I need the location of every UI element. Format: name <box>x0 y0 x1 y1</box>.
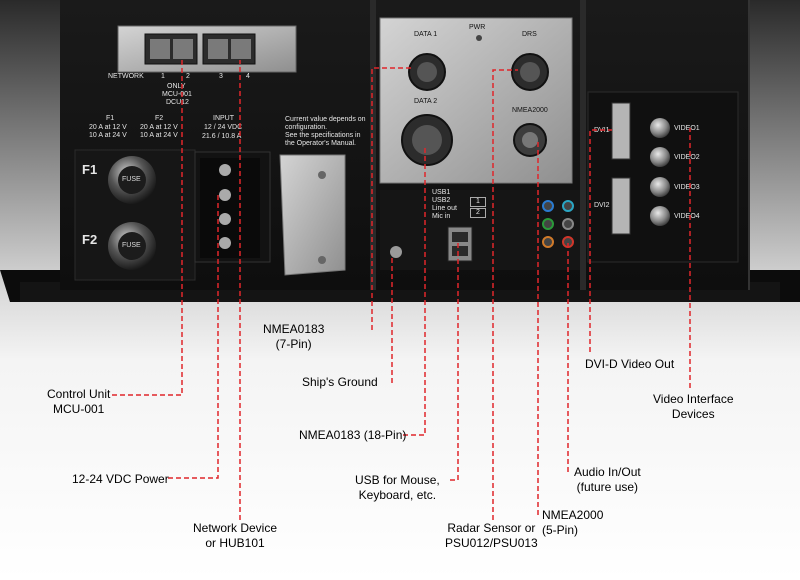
network-title: NETWORK <box>108 73 144 80</box>
manual-note-1: Current value depends on <box>285 116 366 123</box>
callout-network-device-line2: or HUB101 <box>205 536 265 550</box>
callout-video-devices: Video Interface Devices <box>653 392 734 422</box>
network-dcu-label: DCU12 <box>166 99 189 106</box>
data2-label: DATA 2 <box>414 98 438 105</box>
fuse-f1-spec-2: 10 A at 24 V <box>89 132 127 139</box>
manual-note-3: See the specifications in <box>285 132 361 139</box>
usb1-label: USB1 <box>432 189 451 196</box>
fuse-f2-label: F2 <box>155 115 164 122</box>
callout-dvi-out: DVI-D Video Out <box>585 357 675 371</box>
fuse-f1-big-label: F1 <box>82 162 98 177</box>
callout-control-unit: Control Unit MCU-001 <box>47 387 110 417</box>
callout-audio: Audio In/Out (future use) <box>574 465 641 495</box>
callout-nmea0183-7pin: NMEA0183 (7-Pin) <box>263 322 324 352</box>
nmea2000-panel-label: NMEA2000 <box>512 107 548 114</box>
usb2-label: USB2 <box>432 197 451 204</box>
fuse-1-word: FUSE <box>122 176 141 183</box>
video1-label: VIDEO1 <box>674 125 700 132</box>
chassis <box>0 0 800 302</box>
network-port-4: 4 <box>246 73 250 80</box>
callout-video-devices-line2: Devices <box>671 407 715 421</box>
callout-nmea0183-18pin: NMEA0183 (18-Pin) <box>299 428 407 442</box>
leader-nmea0183-7pin <box>371 67 412 330</box>
leader-power <box>168 195 219 479</box>
callout-usb-line1: USB for Mouse, <box>355 473 440 487</box>
network-port-3: 3 <box>219 73 223 80</box>
video3-label: VIDEO3 <box>674 184 700 191</box>
callout-nmea2000-line2: (5-Pin) <box>542 523 579 537</box>
video2-label: VIDEO2 <box>674 154 700 161</box>
network-port-1: 1 <box>161 73 165 80</box>
callout-network-device: Network Device or HUB101 <box>193 521 277 551</box>
callout-nmea0183-7pin-line2: (7-Pin) <box>275 337 312 351</box>
callout-usb: USB for Mouse, Keyboard, etc. <box>355 473 440 503</box>
manual-note-4: the Operator's Manual. <box>285 140 356 147</box>
fuse-f2-big-label: F2 <box>82 232 98 247</box>
leader-radar <box>492 69 518 520</box>
usb-box-1: 1 <box>470 197 486 207</box>
callout-control-unit-line1: Control Unit <box>47 387 111 401</box>
callout-radar-sensor: Radar Sensor or PSU012/PSU013 <box>445 521 538 551</box>
input-label: INPUT <box>213 115 234 122</box>
input-spec-1: 12 / 24 VDC <box>204 124 243 131</box>
callout-network-device-line1: Network Device <box>193 521 278 535</box>
callout-nmea0183-7pin-line1: NMEA0183 <box>263 322 325 336</box>
callout-power: 12-24 VDC Power <box>72 472 169 486</box>
callout-radar-sensor-line1: Radar Sensor or <box>447 521 536 535</box>
network-port-2: 2 <box>186 73 190 80</box>
network-mcu-label: MCU-001 <box>162 91 192 98</box>
line-out-label: Line out <box>432 205 457 212</box>
video4-label: VIDEO4 <box>674 213 700 220</box>
leader-nmea0183-18pin <box>403 145 426 436</box>
usb-box-2: 2 <box>470 208 486 218</box>
leader-control-unit <box>112 60 183 396</box>
leader-dvi <box>589 129 612 352</box>
callout-video-devices-line1: Video Interface <box>653 392 734 406</box>
fuse-f1-label: F1 <box>106 115 115 122</box>
manual-note-2: configuration. <box>285 124 328 131</box>
leader-usb <box>450 240 459 481</box>
fuse-f2-spec-1: 20 A at 12 V <box>140 124 178 131</box>
callout-audio-line2: (future use) <box>576 480 639 494</box>
callout-audio-line1: Audio In/Out <box>574 465 641 479</box>
callout-usb-line2: Keyboard, etc. <box>358 488 437 502</box>
fuse-2-word: FUSE <box>122 242 141 249</box>
input-spec-2: 21.6 / 10.8 A <box>202 133 242 140</box>
callout-nmea2000-line1: NMEA2000 <box>542 508 604 522</box>
callout-radar-sensor-line2: PSU012/PSU013 <box>445 536 538 550</box>
data1-label: DATA 1 <box>414 31 438 38</box>
pwr-label: PWR <box>469 24 486 31</box>
drs-label: DRS <box>522 31 537 38</box>
fuse-f2-spec-2: 10 A at 24 V <box>140 132 178 139</box>
callout-control-unit-line2: MCU-001 <box>53 402 105 416</box>
network-only-label: ONLY <box>167 83 186 90</box>
mic-in-label: Mic in <box>432 213 451 220</box>
fuse-f1-spec-1: 20 A at 12 V <box>89 124 127 131</box>
dvi2-label: DVI2 <box>594 202 610 209</box>
callout-nmea2000: NMEA2000 (5-Pin) <box>542 508 603 538</box>
callout-ships-ground: Ship's Ground <box>302 375 378 389</box>
